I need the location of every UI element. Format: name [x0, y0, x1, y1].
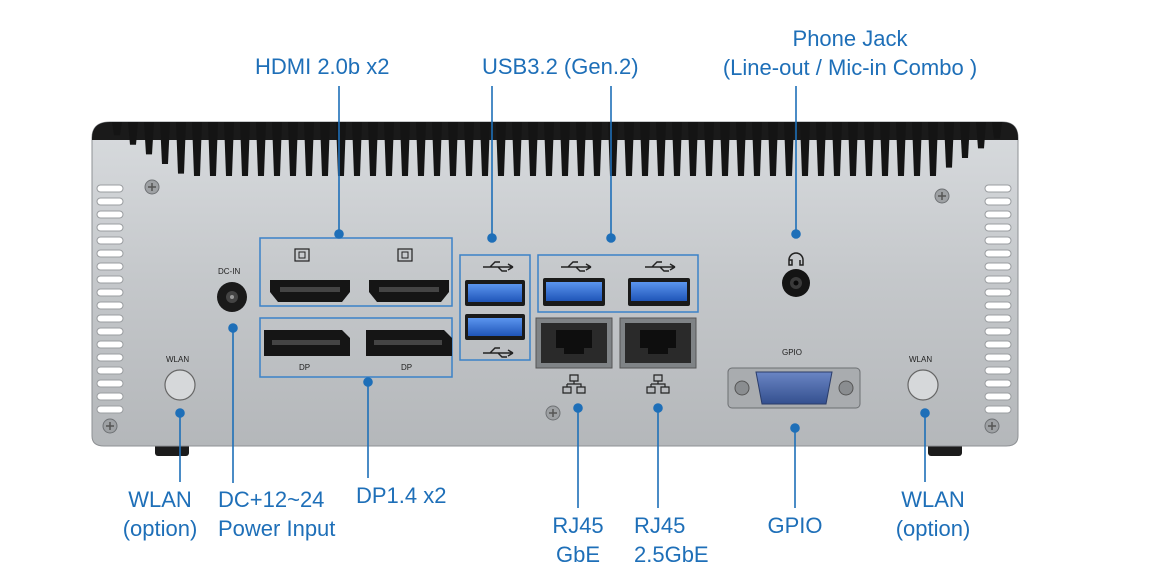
headphone-icon [788, 252, 804, 266]
screw-bottom-right [984, 418, 1000, 434]
screw-top-left [144, 179, 160, 195]
usb-right-group-outline [537, 254, 699, 313]
dc-power-label-line1: DC+12~24 [218, 487, 325, 512]
phone-jack-label: Phone Jack (Line-out / Mic-in Combo ) [700, 24, 1000, 82]
wlan-right-label-line2: (option) [895, 516, 971, 541]
phone-jack-port [782, 269, 810, 297]
left-vent-slots [96, 184, 124, 414]
wlan-right-print: WLAN [909, 355, 932, 364]
rj45-2.5gbe-label: RJ45 2.5GbE [634, 511, 709, 569]
dc-power-label-line2: Power Input [218, 516, 336, 541]
gpio-label: GPIO [745, 511, 845, 540]
usb-port-1 [465, 280, 525, 306]
usb-symbol-icon [483, 261, 514, 272]
phone-jack-label-line1: Phone Jack [792, 26, 908, 51]
dp-port-left [264, 330, 350, 356]
usb-port-2 [465, 314, 525, 340]
wlan-left-label-line1: WLAN [128, 487, 192, 512]
usb-port-4 [628, 278, 690, 306]
wlan-right-antenna-hole [907, 369, 939, 401]
screw-bottom-left [102, 418, 118, 434]
rj45-2.5gbe-label-line2: 2.5GbE [634, 542, 709, 567]
wlan-right-label-line1: WLAN [901, 487, 965, 512]
usb-left-group-outline [459, 254, 531, 361]
wlan-right-label: WLAN (option) [883, 485, 983, 543]
hdmi-group-outline [259, 237, 453, 307]
dp-left-print: DP [299, 363, 310, 372]
dp-right-print: DP [401, 363, 412, 372]
heatsink-fins [92, 122, 1018, 176]
wlan-left-antenna-hole [164, 369, 196, 401]
dc-power-label: DC+12~24 Power Input [218, 485, 335, 543]
wlan-left-label-line2: (option) [122, 516, 198, 541]
network-icon [646, 374, 670, 394]
hdmi-label-text: HDMI 2.0b x2 [255, 54, 390, 79]
gpio-label-text: GPIO [767, 513, 823, 538]
hdmi-port-left [270, 248, 350, 302]
usb-symbol-icon [561, 261, 592, 272]
dc-in-print: DC-IN [218, 267, 240, 276]
hdmi-port-right [369, 248, 449, 302]
gpio-print: GPIO [782, 348, 802, 357]
dp-label-text: DP1.4 x2 [356, 483, 447, 508]
usb-symbol-icon [645, 261, 676, 272]
rj45-2.5gbe-port [619, 317, 697, 369]
phone-jack-label-line2: (Line-out / Mic-in Combo ) [722, 55, 978, 80]
usb-label-text: USB3.2 (Gen.2) [482, 54, 639, 79]
usb-symbol-icon [483, 347, 514, 358]
rj45-gbe-label-line2: GbE [555, 542, 601, 567]
dp-label: DP1.4 x2 [356, 481, 447, 510]
right-vent-slots [984, 184, 1012, 414]
screw-middle [545, 405, 561, 421]
hdmi-label: HDMI 2.0b x2 [255, 52, 390, 81]
usb-label: USB3.2 (Gen.2) [482, 52, 639, 81]
gpio-db9-connector [727, 367, 861, 409]
rj45-gbe-label: RJ45 GbE [538, 511, 618, 569]
dp-port-right [366, 330, 452, 356]
wlan-left-print: WLAN [166, 355, 189, 364]
dc-in-jack [217, 282, 247, 312]
wlan-left-label: WLAN (option) [110, 485, 210, 543]
rj45-gbe-label-line1: RJ45 [552, 513, 604, 538]
rj45-gbe-port [535, 317, 613, 369]
screw-top-right [934, 188, 950, 204]
usb-port-3 [543, 278, 605, 306]
rj45-2.5gbe-label-line1: RJ45 [634, 513, 686, 538]
network-icon [562, 374, 586, 394]
